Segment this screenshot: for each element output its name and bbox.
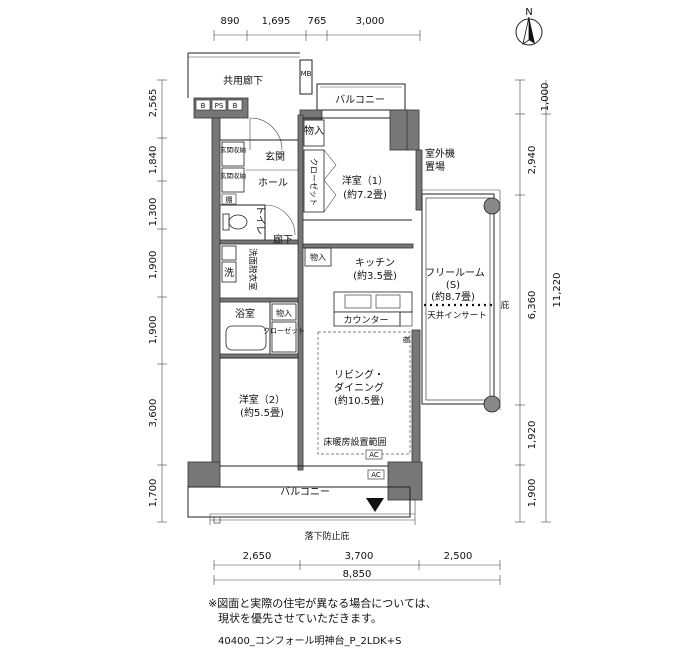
utility-boxes: B PS B: [195, 99, 243, 111]
top-balcony: バルコニー: [316, 83, 406, 111]
free-room-s: (S): [446, 280, 460, 291]
left-dimension-line: 2,565 1,840 1,300 1,900 1,900 3,600 1,70…: [148, 79, 167, 523]
western2-name: 洋室（2）: [239, 393, 285, 406]
bottom-dim-1: 2,650: [243, 551, 272, 562]
bottom-dim-2: 3,700: [345, 551, 374, 562]
bathtub-icon: [225, 325, 267, 351]
entrance-area: 玄関収納 玄関収納 玄関 ホール 棚: [220, 117, 298, 205]
toilet-label: トイレ: [254, 205, 265, 235]
ps-label: PS: [215, 102, 224, 110]
living-dining: リビング・ ダイニング (約10.5畳) 床暖房設置範囲 AC: [317, 331, 411, 460]
washroom-label: 洗面脱衣室: [247, 248, 258, 291]
b1-label: B: [201, 102, 206, 110]
eave-label: 庇: [501, 300, 510, 311]
left-dim-2: 1,840: [148, 146, 159, 175]
balcony-bottom-label: バルコニー: [280, 486, 330, 498]
outdoor-unit-line2: 置場: [425, 160, 445, 173]
plan-caption: 40400_コンフォール明神台_P_2LDK+S: [218, 636, 402, 647]
hallway-label: 廊下: [273, 233, 293, 246]
kitchen-area: 物入 キッチン (約3.5畳) カウンター 棚: [304, 247, 413, 343]
compass-label: N: [525, 7, 532, 18]
right-dim-total: 11,220: [552, 273, 563, 308]
living-size: (約10.5畳): [334, 394, 384, 407]
western-room-1: 物入 クローゼット 洋室（1） (約7.2畳) 室外機 置場: [303, 117, 455, 221]
washroom-area: 洗 洗面脱衣室 浴室 物入 クローゼット: [221, 245, 305, 354]
kitchen-name: キッチン: [355, 257, 395, 269]
ac-2-label: AC: [371, 471, 381, 479]
entry-storage-1: 玄関収納: [220, 145, 246, 154]
mb-box: [299, 59, 313, 95]
right-dim-1: 1,000: [540, 83, 551, 112]
storage-in-3: 物入: [276, 308, 292, 318]
left-dim-4: 1,900: [148, 251, 159, 280]
bottom-dim-total: 8,850: [343, 569, 372, 580]
fall-guard-label: 落下防止庇: [304, 530, 349, 542]
genkan-label: 玄関: [265, 150, 285, 163]
walls: [187, 97, 423, 501]
living-name-2: ダイニング: [334, 381, 384, 394]
left-dim-1: 2,565: [148, 89, 159, 118]
common-corridor-area: MB 共用廊下: [187, 52, 313, 98]
top-dim-3: 765: [307, 16, 326, 27]
right-dim-2: 2,940: [527, 146, 538, 175]
entry-arrow-icon: [366, 498, 384, 512]
top-dimension-line: 890 1,695 765 3,000: [213, 16, 421, 41]
ceiling-insert-label: 天井インサート: [427, 310, 487, 321]
hall-label: ホール: [258, 177, 288, 189]
western1-size: (約7.2畳): [343, 188, 387, 201]
right-dimension-line: 1,000 2,940 6,360 1,920 1,900 11,220: [515, 79, 563, 523]
note-line-1: ※図面と実際の住宅が異なる場合については、: [208, 597, 437, 610]
ac-1-label: AC: [369, 451, 379, 459]
mb-label: MB: [301, 70, 312, 78]
kitchen-size: (約3.5畳): [353, 269, 397, 282]
floor-heating-label: 床暖房設置範囲: [323, 436, 386, 448]
free-room-name: フリールーム: [425, 267, 485, 279]
free-room-size: (約8.7畳): [431, 290, 475, 303]
western1-name: 洋室（1）: [342, 174, 388, 187]
top-dim-1: 890: [220, 16, 239, 27]
note-line-2: 現状を優先させていただきます。: [218, 612, 382, 625]
outdoor-unit-line1: 室外機: [425, 147, 455, 160]
storage-in-2: 物入: [310, 252, 326, 262]
left-dim-5: 1,900: [148, 316, 159, 345]
b2-label: B: [233, 102, 238, 110]
washer-label: 洗: [224, 267, 234, 279]
right-dim-3: 6,360: [527, 291, 538, 320]
closet-1-label: クローゼット: [309, 158, 319, 206]
entry-storage-2: 玄関収納: [220, 171, 246, 180]
toilet-area: トイレ 廊下: [220, 204, 296, 246]
bottom-balcony: AC バルコニー 落下防止庇: [187, 469, 416, 542]
western-room-2: 洋室（2） (約5.5畳): [220, 357, 298, 419]
top-dim-2: 1,695: [262, 16, 291, 27]
bottom-dim-3: 2,500: [444, 551, 473, 562]
top-dim-4: 3,000: [356, 16, 385, 27]
north-compass-icon: N: [515, 7, 543, 46]
balcony-top-label: バルコニー: [335, 94, 385, 106]
shelf-1-label: 棚: [226, 195, 233, 204]
free-room: フリールーム (S) (約8.7畳) 天井インサート 庇: [421, 189, 510, 413]
left-dim-7: 1,700: [148, 479, 159, 508]
counter-label: カウンター: [343, 315, 388, 326]
western2-size: (約5.5畳): [240, 406, 284, 419]
left-dim-6: 3,600: [148, 399, 159, 428]
shelf-2-label: 棚: [402, 336, 411, 343]
storage-in-1: 物入: [304, 124, 324, 137]
toilet-icon: [228, 214, 248, 230]
living-name-1: リビング・: [334, 368, 384, 381]
corridor-label: 共用廊下: [223, 74, 263, 87]
closet-2-label: クローゼット: [263, 326, 305, 335]
right-dim-4: 1,920: [527, 421, 538, 450]
left-dim-3: 1,300: [148, 198, 159, 227]
right-dim-5: 1,900: [527, 479, 538, 508]
bottom-dimension-line: 2,650 3,700 2,500 8,850: [213, 551, 501, 585]
bath-label: 浴室: [235, 307, 255, 320]
